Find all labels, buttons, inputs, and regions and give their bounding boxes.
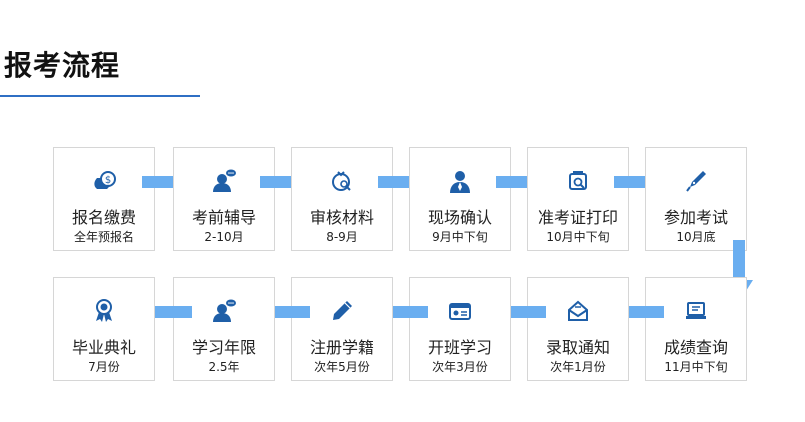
step-name: 成绩查询 [663,338,728,357]
step-name: 准考证打印 [537,208,618,227]
step-name: 现场确认 [427,208,492,227]
person-icon [447,168,473,194]
step-7: 成绩查询 11月中下旬 [645,277,747,381]
step-name: 开班学习 [427,338,492,357]
computer-icon [683,298,709,324]
step-1: $ 报名缴费 全年预报名 [53,147,155,251]
step-name: 审核材料 [309,208,374,227]
step-name: 学习年限 [191,338,256,357]
step-8: 录取通知 次年1月份 [527,277,629,381]
step-time: 全年预报名 [73,230,134,244]
step-12: 毕业典礼 7月份 [53,277,155,381]
step-name: 注册学籍 [309,338,374,357]
envelope-icon [565,298,591,324]
step-11: 学习年限 2.5年 [173,277,275,381]
print-icon [565,168,591,194]
step-2: 考前辅导 2-10月 [173,147,275,251]
step-10: 注册学籍 次年5月份 [291,277,393,381]
step-9: 开班学习 次年3月份 [409,277,511,381]
step-time: 9月中下旬 [432,230,488,244]
step-time: 8-9月 [326,230,358,244]
step-time: 2.5年 [208,360,240,374]
step-time: 次年3月份 [432,360,488,374]
money-bag-icon: $ [91,168,117,194]
step-name: 参加考试 [663,208,728,227]
pen-icon [683,168,709,194]
page-title: 报考流程 [4,49,121,82]
step-name: 考前辅导 [191,208,256,227]
tutor-icon [211,298,237,324]
step-3: 审核材料 8-9月 [291,147,393,251]
step-6: 参加考试 10月底 [645,147,747,251]
step-time: 10月底 [676,230,716,244]
pencil-icon [329,298,355,324]
step-name: 毕业典礼 [71,338,136,357]
review-icon [329,168,355,194]
id-card-icon [447,298,473,324]
step-time: 2-10月 [204,230,244,244]
award-ribbon-icon [91,298,117,324]
tutor-icon [211,168,237,194]
title-underline [0,95,200,97]
step-4: 现场确认 9月中下旬 [409,147,511,251]
step-time: 10月中下旬 [546,230,610,244]
step-time: 次年1月份 [550,360,606,374]
step-name: 录取通知 [545,338,610,357]
step-time: 7月份 [88,360,120,374]
svg-text:$: $ [105,175,111,186]
step-5: 准考证打印 10月中下旬 [527,147,629,251]
step-time: 11月中下旬 [664,360,728,374]
step-time: 次年5月份 [314,360,370,374]
step-name: 报名缴费 [71,208,136,227]
